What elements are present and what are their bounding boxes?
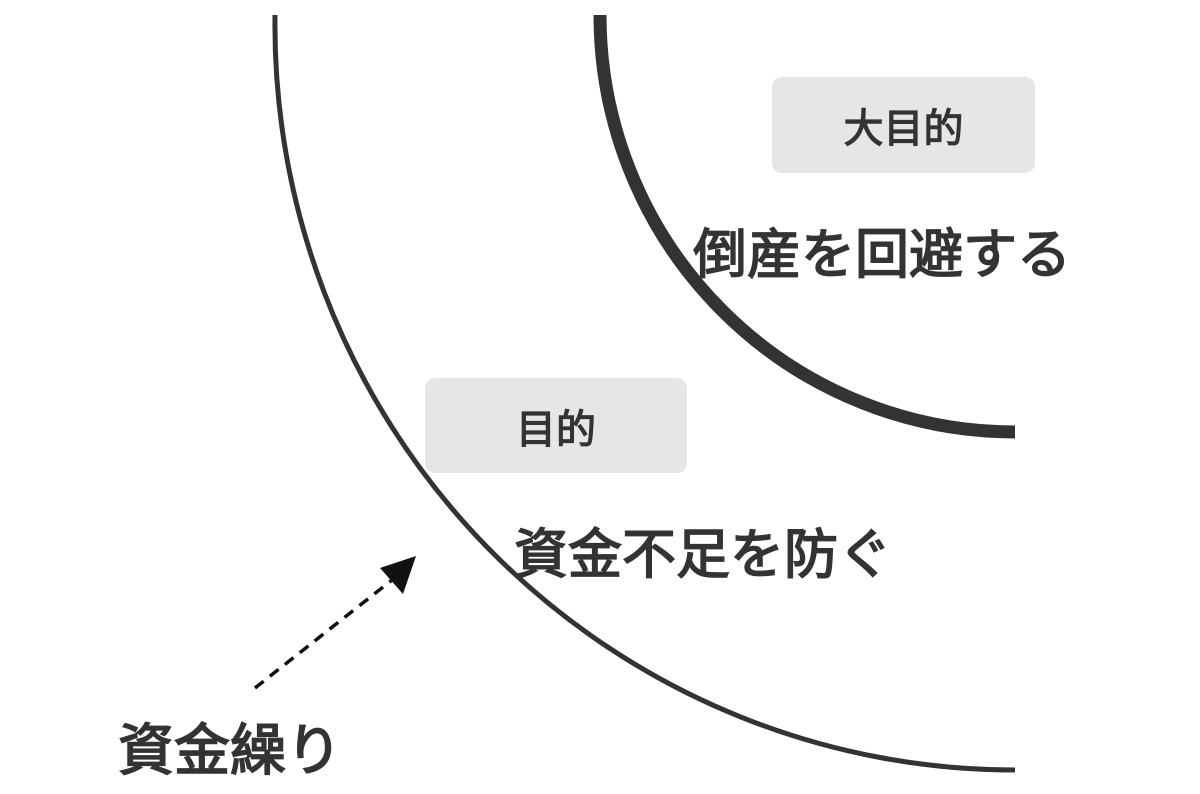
major-goal-badge: 大目的 xyxy=(772,77,1035,173)
means-text: 資金繰り xyxy=(118,719,342,784)
goal-text: 資金不足を防ぐ xyxy=(514,523,892,586)
outer-arc xyxy=(272,14,1016,773)
goal-badge: 目的 xyxy=(425,378,687,473)
arrow-head xyxy=(380,556,416,594)
dashed-arrow-line xyxy=(253,578,394,690)
inner-arc xyxy=(593,14,1016,439)
major-goal-text: 倒産を回避する xyxy=(693,223,1071,286)
